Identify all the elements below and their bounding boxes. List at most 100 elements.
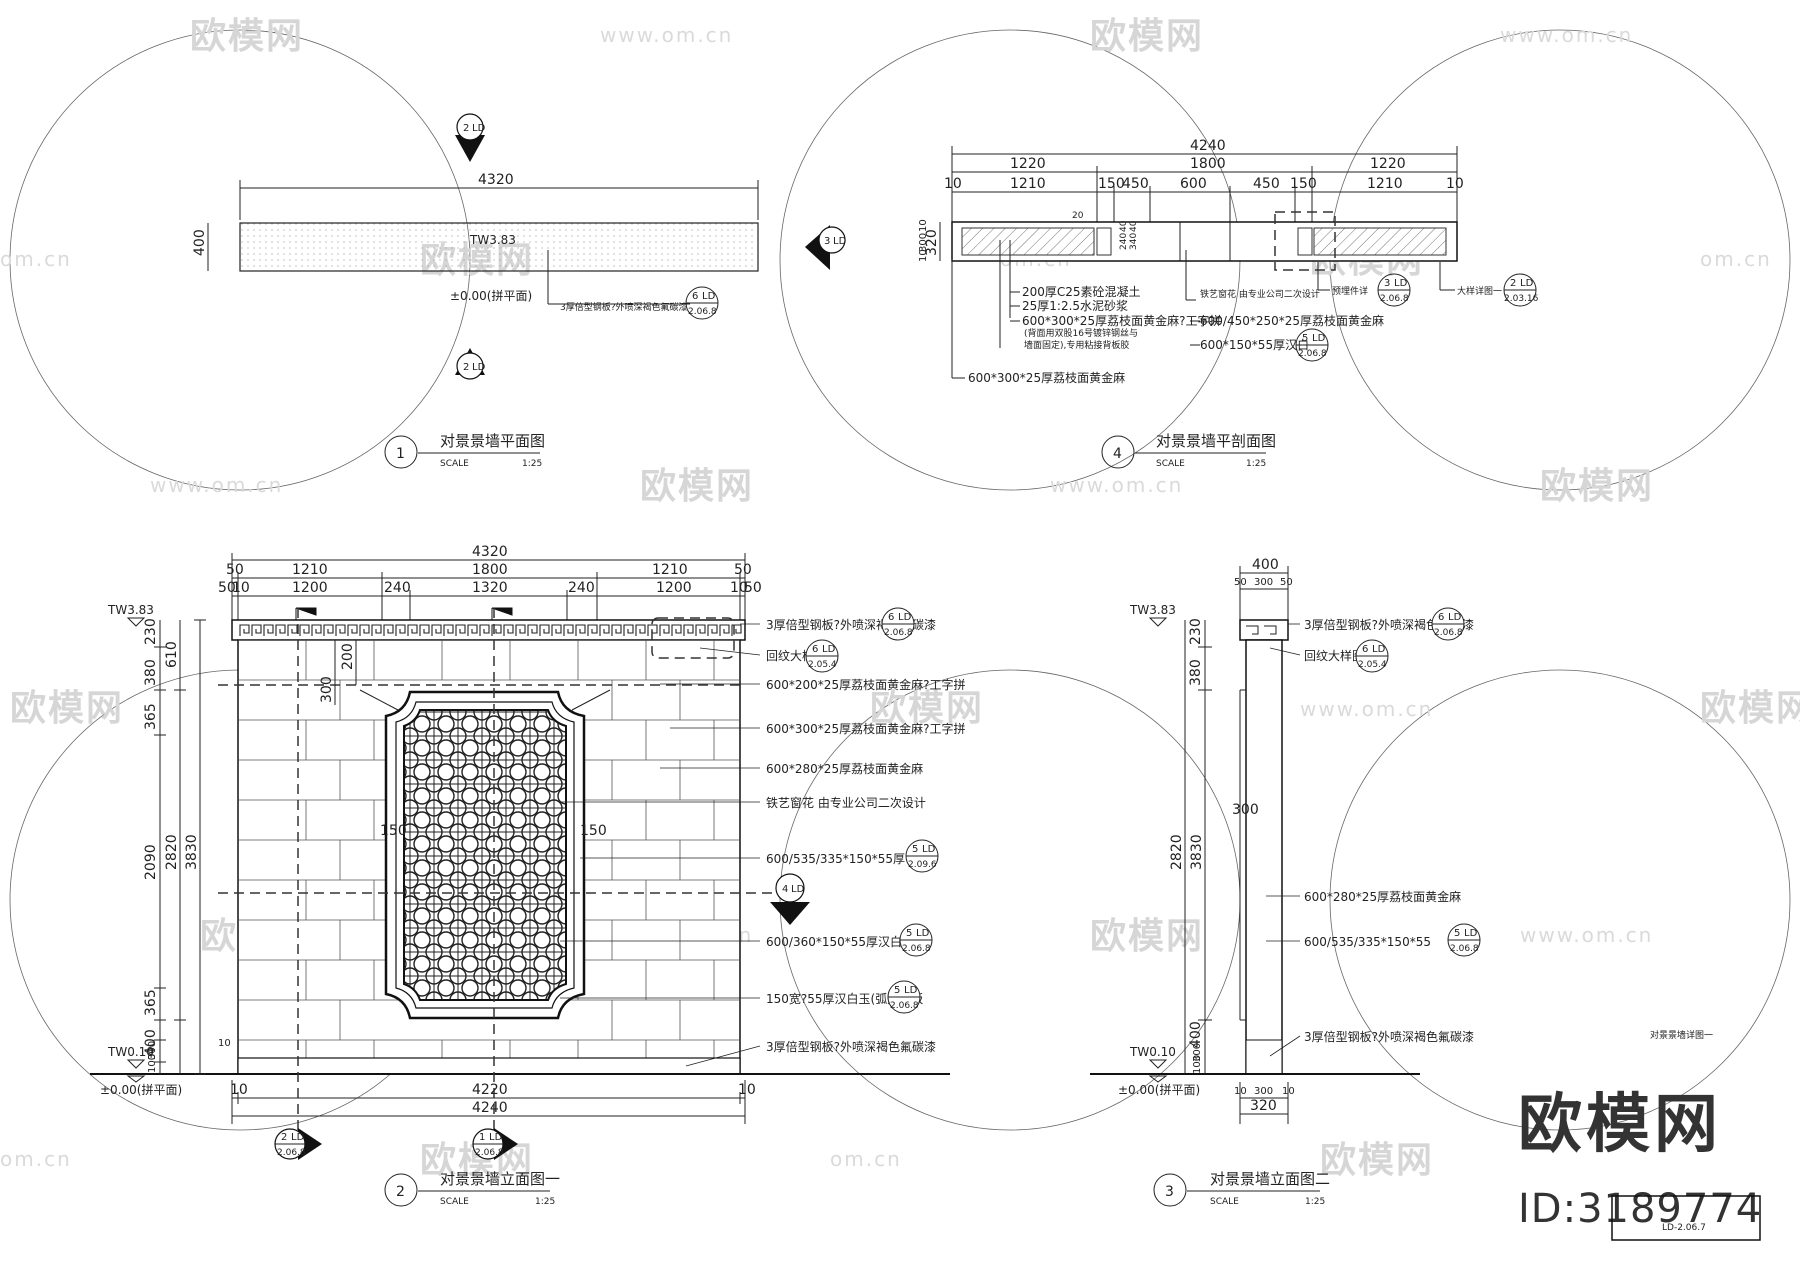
svg-text:400: 400 (143, 1029, 159, 1056)
svg-text:150: 150 (1098, 176, 1125, 192)
level-mark: TW3.83 (469, 233, 516, 247)
section-mark-left: 2 LD 2.06.8 (274, 1128, 322, 1160)
svg-text:100: 100 (147, 1054, 158, 1073)
svg-text:2.09.6: 2.09.6 (908, 860, 937, 870)
svg-text:LD: LD (1448, 612, 1462, 623)
svg-text:LD: LD (922, 844, 936, 855)
svg-text:240: 240 (1119, 233, 1129, 250)
svg-text:2.06.8: 2.06.8 (688, 307, 717, 317)
hatch-right (1313, 227, 1447, 256)
svg-text:50: 50 (226, 562, 244, 578)
section-mark-mid: 1 LD 2.06.8 (472, 1128, 518, 1160)
svg-text:LD: LD (1372, 644, 1386, 655)
wall-plan-outline (239, 222, 759, 272)
svg-text:LD: LD (822, 644, 836, 655)
svg-text:6: 6 (692, 291, 698, 302)
watermark-url: om.cn (0, 247, 72, 271)
note-text: 600/360*150*55厚汉白 (766, 934, 902, 949)
svg-text:2: 2 (463, 362, 469, 373)
svg-text:240: 240 (568, 580, 595, 596)
svg-text:10: 10 (1234, 1086, 1247, 1097)
watermark-url: www.om.cn (1300, 697, 1433, 721)
svg-text:50: 50 (1234, 577, 1247, 588)
section-mark-right: 4 LD (770, 873, 810, 925)
svg-text:墙面固定),专用粘接背板胶: 墙面固定),专用粘接背板胶 (1024, 339, 1129, 351)
svg-text:300: 300 (147, 1041, 158, 1060)
svg-text:对景景墙平面图: 对景景墙平面图 (440, 432, 545, 450)
svg-text:380: 380 (143, 659, 159, 686)
detail-callout: 2 LD 2.03.16 (1503, 273, 1539, 307)
svg-text:LD: LD (904, 985, 918, 996)
svg-text:2.06.8: 2.06.8 (1450, 944, 1479, 954)
svg-text:200: 200 (340, 643, 356, 670)
svg-text:2.06.8: 2.06.8 (884, 628, 913, 638)
svg-text:4220: 4220 (472, 1082, 508, 1098)
svg-text:TW0.10: TW0.10 (1129, 1045, 1176, 1059)
svg-text:1200: 1200 (292, 580, 328, 596)
svg-text:1200: 1200 (656, 580, 692, 596)
svg-text:±0.00(拼平面): ±0.00(拼平面) (100, 1083, 182, 1097)
zero-level: ±0.00(拼平面) (450, 289, 532, 303)
leader-line (699, 647, 761, 656)
elevation-notes: 3厚倍型钢板?外喷深褐色氟碳漆回纹大样图600*280*25厚荔枝面黄金麻600… (1266, 607, 1481, 1057)
svg-text:365: 365 (143, 989, 159, 1016)
svg-text:10: 10 (944, 176, 962, 192)
plan-note: 3厚倍型钢板?外喷深褐色氟碳漆 (560, 301, 688, 313)
sheet-number-box (1611, 1195, 1761, 1241)
svg-text:6: 6 (1438, 612, 1444, 623)
svg-text:300: 300 (918, 233, 929, 252)
svg-text:SCALE: SCALE (1210, 1197, 1239, 1207)
svg-text:10: 10 (1446, 176, 1464, 192)
svg-text:LD: LD (1464, 928, 1478, 939)
svg-text:6: 6 (1362, 644, 1368, 655)
svg-text:对景景墙立面图一: 对景景墙立面图一 (440, 1170, 560, 1188)
svg-text:2.05.4: 2.05.4 (808, 660, 837, 670)
watermark-url: om.cn (1700, 247, 1772, 271)
svg-text:4320: 4320 (472, 544, 508, 560)
watermark-url: www.om.cn (600, 23, 733, 47)
svg-text:LD: LD (291, 1132, 305, 1143)
svg-text:LD: LD (489, 1132, 503, 1143)
svg-text:200厚C25素砼混凝土: 200厚C25素砼混凝土 (1022, 284, 1141, 299)
svg-text:LD: LD (898, 612, 912, 623)
leader-line (1269, 1035, 1301, 1057)
watermark-brand: 欧模网 (190, 16, 304, 57)
svg-text:3: 3 (824, 236, 830, 247)
svg-text:340: 340 (1129, 233, 1139, 250)
svg-text:1320: 1320 (472, 580, 508, 596)
svg-text:对景景墙立面图二: 对景景墙立面图二 (1210, 1170, 1330, 1188)
svg-text:1:25: 1:25 (535, 1197, 555, 1207)
note-text: 600/535/335*150*55 (1304, 935, 1431, 949)
svg-text:4240: 4240 (472, 1100, 508, 1116)
svg-text:230: 230 (1188, 618, 1204, 645)
svg-text:1:25: 1:25 (1246, 459, 1266, 469)
leader-line (1269, 647, 1301, 656)
svg-text:10: 10 (918, 219, 929, 232)
svg-text:3830: 3830 (1189, 834, 1205, 870)
svg-text:600: 600 (1180, 176, 1207, 192)
watermark-brand: 欧模网 (10, 688, 124, 729)
watermark-brand: 欧模网 (1700, 688, 1800, 729)
svg-text:3: 3 (1165, 1184, 1174, 1200)
svg-text:365: 365 (143, 703, 159, 730)
svg-text:LD: LD (1312, 333, 1326, 344)
svg-text:2: 2 (396, 1184, 405, 1200)
svg-text:(背面用双股16号镀锌钢丝与: (背面用双股16号镀锌钢丝与 (1024, 327, 1138, 339)
note-text: 回纹大样图 (1304, 648, 1364, 663)
svg-text:LD: LD (1394, 278, 1408, 289)
svg-text:LD: LD (472, 362, 486, 373)
hatch-left (961, 227, 1095, 256)
svg-text:SCALE: SCALE (440, 1197, 469, 1207)
watermark-brand: 欧模网 (640, 466, 754, 507)
svg-text:1210: 1210 (652, 562, 688, 578)
svg-text:2.06.8: 2.06.8 (277, 1148, 306, 1158)
svg-text:对景景墙平剖面图: 对景景墙平剖面图 (1156, 432, 1276, 450)
svg-text:600*150*55厚汉白: 600*150*55厚汉白 (1200, 337, 1309, 352)
svg-text:10: 10 (232, 580, 250, 596)
